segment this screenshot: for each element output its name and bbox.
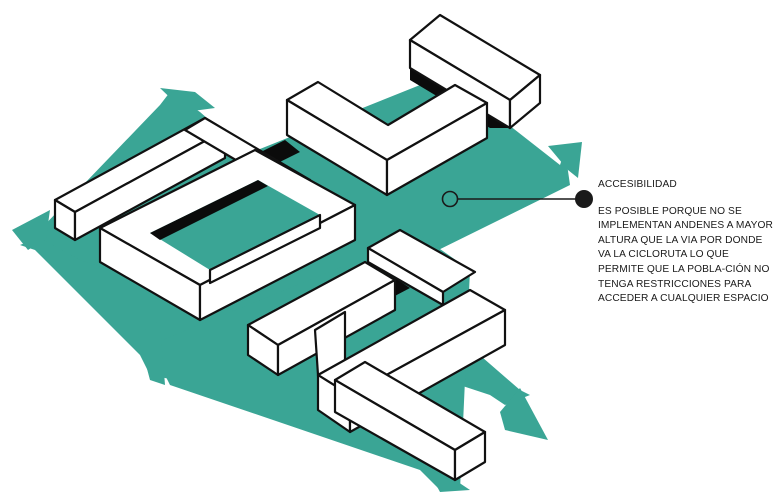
arrow-down-left bbox=[138, 320, 165, 385]
block-c-side-5 bbox=[453, 430, 487, 482]
leader-end-dot bbox=[575, 190, 593, 208]
annotation-text-block: ACCESIBILIDAD ES POSIBLE PORQUE NO SE IM… bbox=[598, 178, 773, 307]
arrow-bottom-right bbox=[500, 388, 548, 440]
block-a-side-1 bbox=[73, 128, 227, 242]
block-a-courtyard-shadow bbox=[150, 180, 268, 240]
arrow-up-left bbox=[160, 88, 215, 112]
street-arrows bbox=[12, 88, 582, 492]
annotation-body: ES POSIBLE PORQUE NO SE IMPLEMENTAN ANDE… bbox=[598, 205, 773, 305]
block-b-side-2 bbox=[385, 101, 489, 197]
arrow-right bbox=[548, 142, 582, 178]
block-group-lower bbox=[246, 228, 507, 482]
annotation-title: ACCESIBILIDAD bbox=[598, 179, 677, 190]
block-group-top-right bbox=[285, 13, 542, 197]
block-a-courtyard bbox=[150, 180, 320, 270]
annotation-leader bbox=[441, 190, 593, 208]
arrow-left bbox=[12, 210, 50, 250]
highlight-circle-marker bbox=[441, 190, 459, 208]
block-a-inner-wall bbox=[208, 213, 322, 285]
block-b-side-1 bbox=[508, 73, 542, 130]
block-group-left bbox=[53, 116, 357, 322]
arrow-down bbox=[428, 470, 470, 492]
